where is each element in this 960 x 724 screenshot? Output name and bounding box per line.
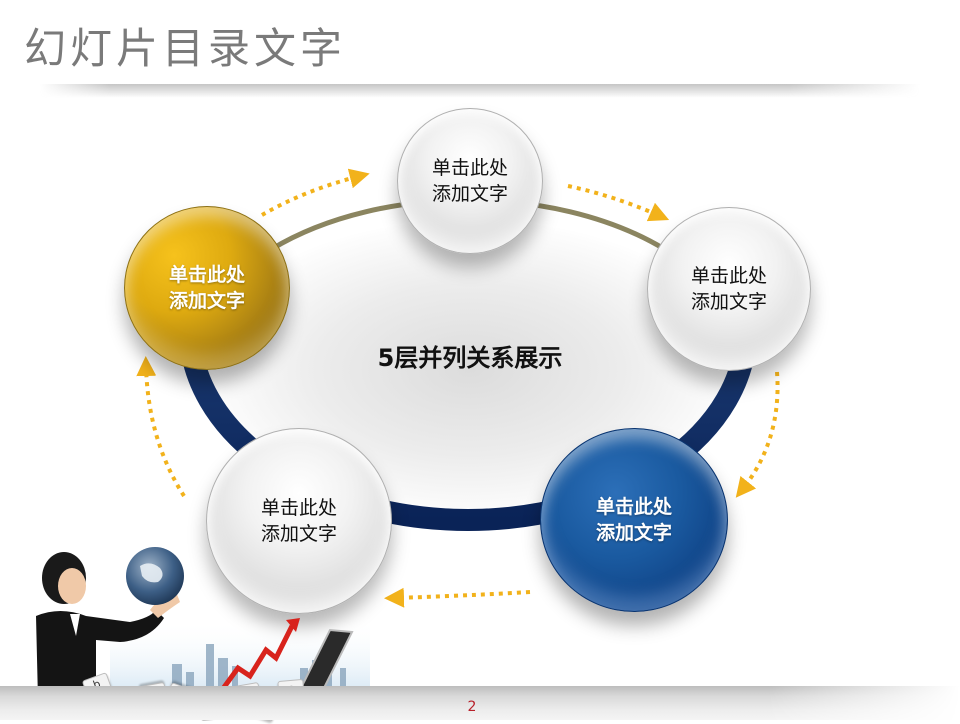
arrow-right-to-bottomright bbox=[735, 371, 780, 498]
node-bottom-left[interactable]: 单击此处 添加文字 bbox=[206, 428, 392, 614]
node-left-line1: 单击此处 bbox=[168, 264, 245, 286]
node-bottom-left-line2: 添加文字 bbox=[260, 523, 337, 545]
node-bottom-right[interactable]: 单击此处 添加文字 bbox=[540, 428, 728, 612]
businessman-icon bbox=[36, 552, 180, 700]
node-top[interactable]: 单击此处 添加文字 bbox=[397, 108, 543, 254]
footer-band bbox=[0, 686, 960, 720]
center-title[interactable]: 5层并列关系展示 bbox=[377, 344, 563, 372]
node-bottom-left-line1: 单击此处 bbox=[260, 497, 337, 519]
node-bottom-right-line1: 单击此处 bbox=[595, 496, 672, 518]
ring-lower-arc bbox=[179, 329, 757, 531]
arrow-bottomright-to-bottomleft bbox=[384, 587, 531, 608]
page-number: 2 bbox=[467, 699, 477, 715]
node-bottom-right-label: 单击此处 添加文字 bbox=[596, 494, 672, 546]
node-right[interactable]: 单击此处 添加文字 bbox=[647, 207, 811, 371]
arrow-left-to-top bbox=[260, 168, 370, 217]
node-right-line1: 单击此处 bbox=[690, 265, 767, 287]
node-right-label: 单击此处 添加文字 bbox=[691, 263, 767, 315]
node-right-line2: 添加文字 bbox=[690, 291, 767, 313]
node-bottom-left-label: 单击此处 添加文字 bbox=[261, 495, 337, 547]
node-left[interactable]: 单击此处 添加文字 bbox=[124, 206, 290, 370]
node-left-line2: 添加文字 bbox=[168, 290, 245, 312]
slide-title[interactable]: 幻灯片目录文字 bbox=[24, 24, 347, 73]
node-bottom-right-line2: 添加文字 bbox=[595, 522, 672, 544]
node-top-line1: 单击此处 bbox=[431, 157, 508, 179]
node-top-label: 单击此处 添加文字 bbox=[432, 155, 508, 207]
title-divider bbox=[40, 84, 920, 98]
arrow-top-to-right bbox=[567, 184, 670, 222]
growth-arrow-icon bbox=[219, 624, 295, 692]
node-top-line2: 添加文字 bbox=[431, 183, 508, 205]
node-left-label: 单击此处 添加文字 bbox=[169, 262, 245, 314]
arrow-bottomleft-to-left bbox=[136, 356, 186, 498]
